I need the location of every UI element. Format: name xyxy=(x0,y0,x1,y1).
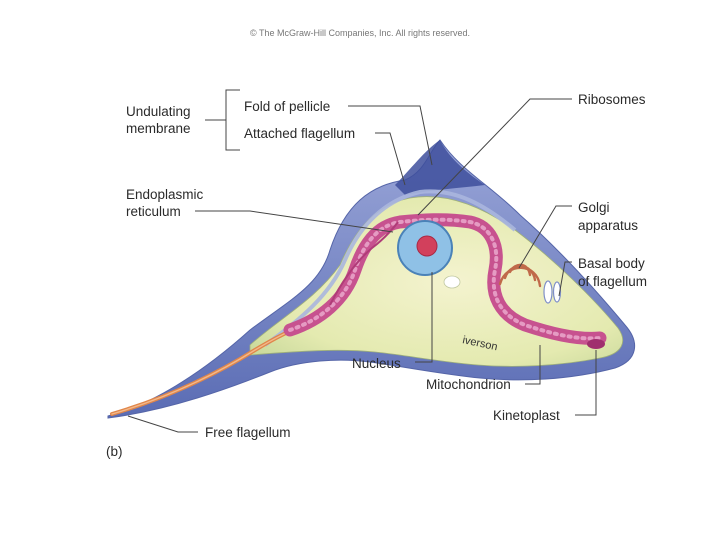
panel-label: (b) xyxy=(106,444,123,459)
leader-free-flagellum xyxy=(128,416,198,432)
label-undulating-membrane-line2: membrane xyxy=(126,121,191,136)
label-endoplasmic-reticulum-line2: reticulum xyxy=(126,204,181,219)
label-fold-of-pellicle: Fold of pellicle xyxy=(244,99,330,114)
label-attached-flagellum: Attached flagellum xyxy=(244,126,355,141)
vacuole xyxy=(444,276,460,288)
label-golgi-apparatus-line2: apparatus xyxy=(578,218,638,233)
label-kinetoplast: Kinetoplast xyxy=(493,408,560,423)
label-mitochondrion: Mitochondrion xyxy=(426,377,511,392)
nucleolus xyxy=(417,236,437,256)
label-basal-body-line1: Basal body xyxy=(578,256,645,271)
label-ribosomes: Ribosomes xyxy=(578,92,646,107)
leader-fold-of-pellicle xyxy=(348,106,432,165)
label-golgi-apparatus-line1: Golgi xyxy=(578,200,610,215)
label-endoplasmic-reticulum-line1: Endoplasmic xyxy=(126,187,204,202)
label-nucleus: Nucleus xyxy=(352,356,401,371)
label-undulating-membrane-line1: Undulating xyxy=(126,104,191,119)
bracket-undulating-membrane xyxy=(226,90,240,150)
kinetoplast xyxy=(587,339,605,349)
label-free-flagellum: Free flagellum xyxy=(205,425,291,440)
leader-attached-flagellum xyxy=(375,133,405,185)
label-basal-body-line2: of flagellum xyxy=(578,274,647,289)
